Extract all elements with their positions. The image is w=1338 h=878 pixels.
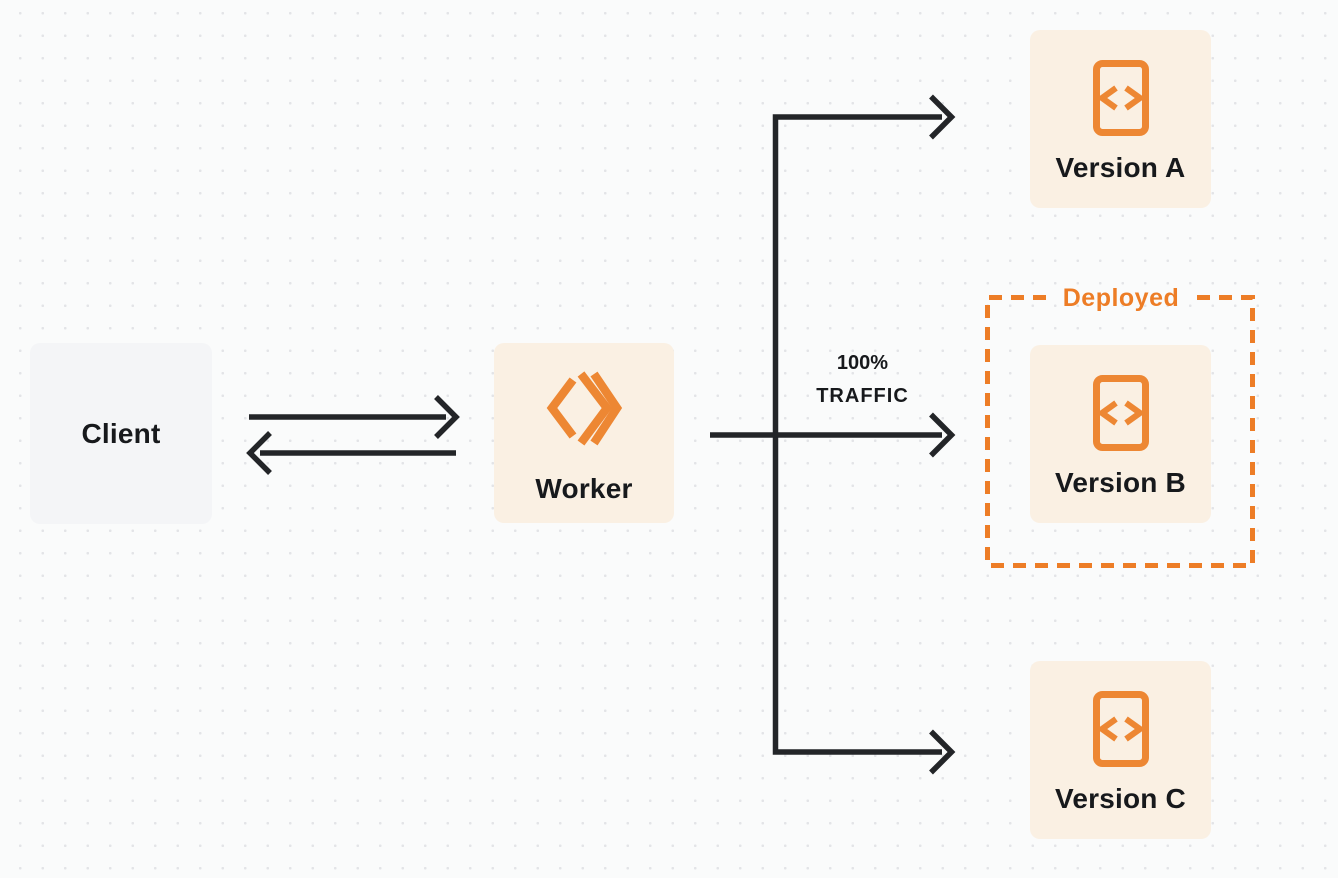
deployed-dashed-border (985, 295, 1255, 568)
version-a-label: Version A (1055, 152, 1186, 183)
arrow-worker-to-client (246, 431, 456, 475)
version-b-label: Version B (1055, 467, 1186, 498)
code-file-icon (1092, 691, 1149, 767)
version-b-node: Version B (1030, 345, 1211, 523)
worker-node: Worker (494, 343, 674, 523)
arrowhead-version-c (929, 729, 956, 775)
client-label: Client (81, 417, 161, 449)
arrow-client-to-worker (249, 395, 460, 439)
code-file-icon (1092, 60, 1149, 136)
code-file-icon (1092, 375, 1149, 451)
arrowhead-version-a (929, 94, 956, 140)
client-node: Client (30, 343, 212, 524)
traffic-label: 100% TRAFFIC (790, 351, 935, 408)
worker-label: Worker (535, 473, 633, 504)
deployed-label: Deployed (1062, 284, 1180, 312)
arrow-worker-to-version-b (710, 412, 956, 458)
traffic-label-percent: 100% (836, 352, 889, 374)
version-c-label: Version C (1055, 783, 1186, 814)
traffic-label-word: TRAFFIC (816, 385, 909, 407)
version-c-node: Version C (1030, 661, 1211, 839)
version-a-node: Version A (1030, 30, 1211, 208)
workers-double-chevron-icon (546, 371, 623, 446)
